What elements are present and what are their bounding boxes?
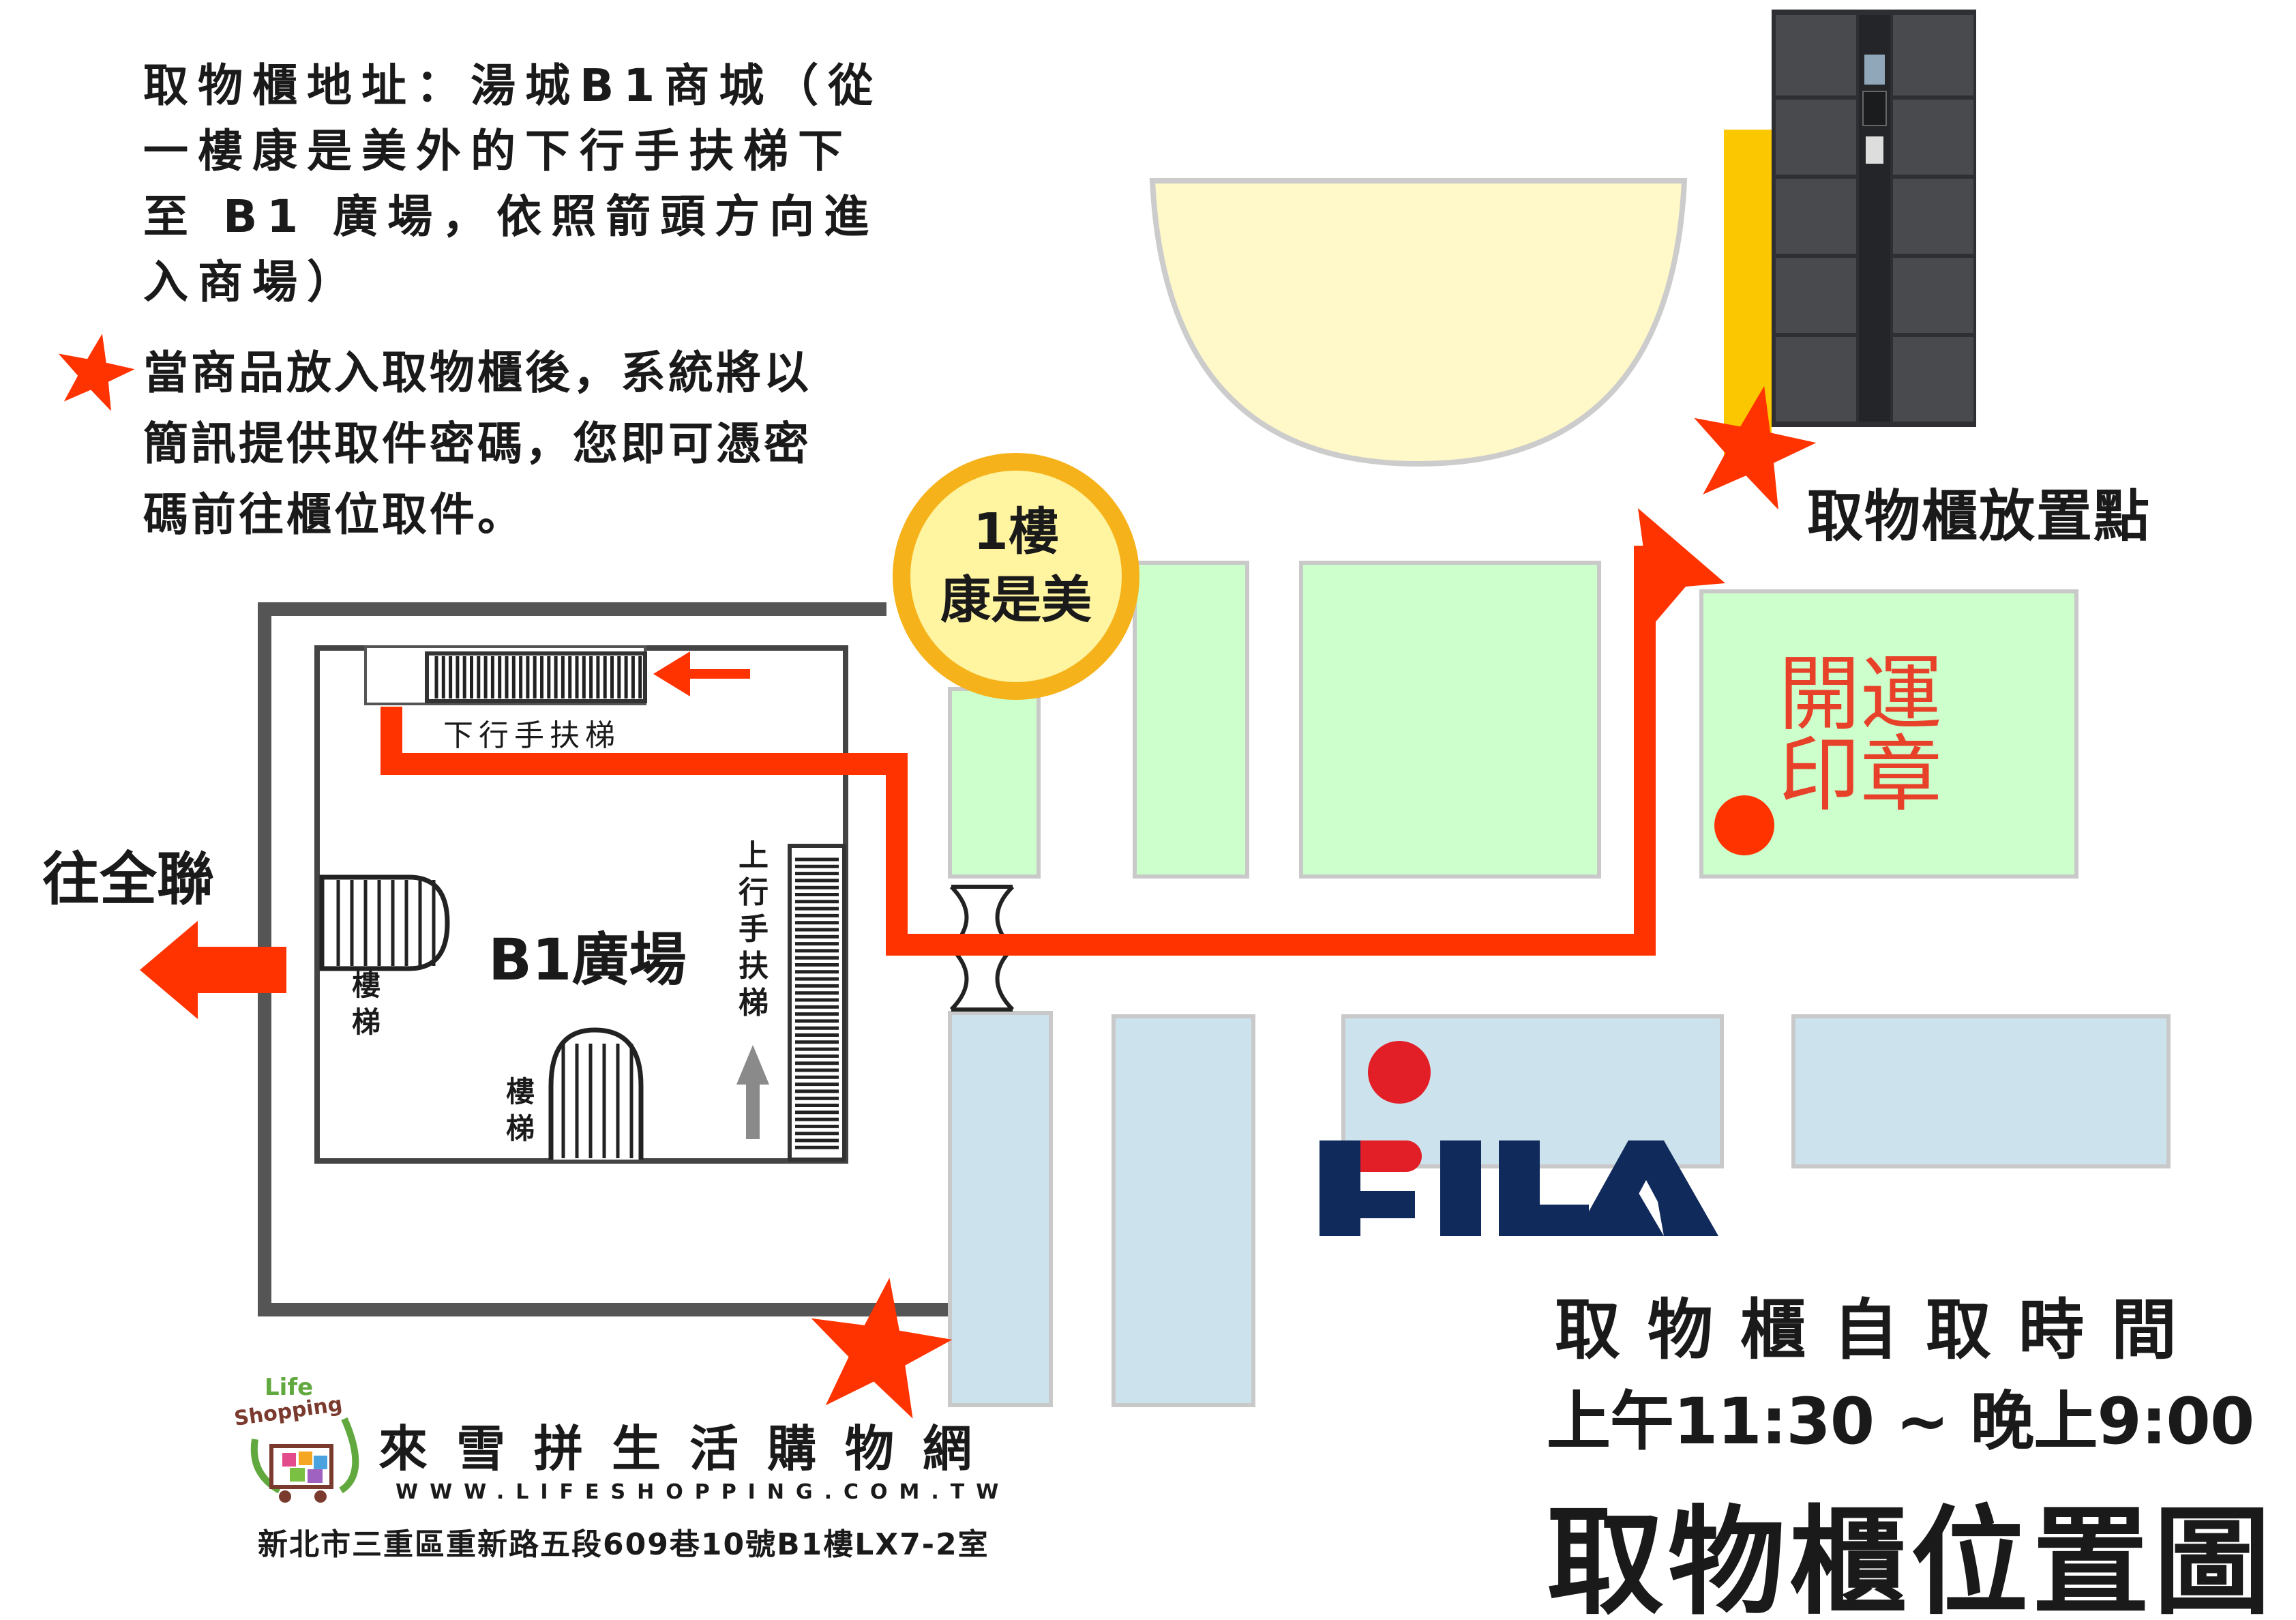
pickup-hours-title: 取物櫃自取時間 xyxy=(1555,1292,2204,1368)
up-direction-arrow xyxy=(736,1045,769,1139)
brand-address: 新北市三重區重新路五段609巷10號B1樓LX7-2室 xyxy=(258,1527,989,1562)
seal-shop-label: 開運 印章 xyxy=(1778,647,1956,823)
seal-shop-line: 印章 xyxy=(1778,728,1942,823)
store-blue-4 xyxy=(1791,1014,2171,1168)
left-exit-arrow xyxy=(140,921,286,1019)
atrium-shape xyxy=(1149,178,1688,467)
brand-name: 來雪拼生活購物網 xyxy=(378,1420,1001,1477)
escalator-down-label: 下行手扶梯 xyxy=(443,718,621,753)
stairs-bottom-label: 樓梯 xyxy=(505,1075,535,1145)
escalator-down-shape xyxy=(364,645,647,705)
escalator-arrow xyxy=(653,651,750,696)
pickup-hours-time: 上午11:30 ~ 晚上9:00 xyxy=(1547,1385,2254,1459)
brand-url[interactable]: WWW.LIFESHOPPING.COM.TW xyxy=(396,1480,1011,1504)
notice-line: 碼前往櫃位取件。 xyxy=(143,488,525,541)
life-shopping-logo: Life Shopping xyxy=(233,1374,359,1503)
store-green-1 xyxy=(948,687,1041,879)
entrance-star-icon xyxy=(811,1278,953,1419)
logo-text-life: Life xyxy=(265,1374,313,1401)
map-title: 取物櫃位置圖 xyxy=(1547,1494,2275,1620)
locker-cabinet-image xyxy=(1772,10,1976,427)
intro-line: 取物櫃地址：湯城B1商城（從 xyxy=(143,59,883,112)
intro-line: 入商場） xyxy=(143,256,361,308)
pickup-notice: 當商品放入取物櫃後，系統將以 簡訊提供取件密碼，您即可憑密 碼前往櫃位取件。 xyxy=(143,338,914,550)
notice-line: 簡訊提供取件密碼，您即可憑密 xyxy=(143,417,811,470)
b1-plaza-label: B1廣場 xyxy=(488,926,687,993)
notice-line: 當商品放入取物櫃後，系統將以 xyxy=(143,347,811,399)
stairs-left-shape xyxy=(319,874,450,971)
stairs-left-label: 樓梯 xyxy=(351,969,381,1039)
intro-line: 一樓康是美外的下行手扶梯下 xyxy=(143,125,852,177)
seal-shop-line: 開運 xyxy=(1778,647,1942,742)
store-green-2 xyxy=(1133,561,1249,879)
store-green-3 xyxy=(1299,561,1601,879)
address-instructions: 取物櫃地址：湯城B1商城（從 一樓康是美外的下行手扶梯下 至 B1 廣場，依照箭… xyxy=(143,53,948,315)
pickup-point-label: 取物櫃放置點 xyxy=(1807,484,2151,549)
route-path xyxy=(381,546,1656,956)
pharmacy-label: 1樓 康是美 xyxy=(880,498,1152,634)
seal-shop-dot xyxy=(1714,795,1774,855)
intro-line: 至 B1 廣場，依照箭頭方向進 xyxy=(143,190,879,243)
escalator-up-shape xyxy=(788,844,846,1162)
pharmacy-floor: 1樓 xyxy=(973,503,1059,561)
fila-logo xyxy=(1320,1041,1718,1236)
stairs-bottom-shape xyxy=(548,1027,644,1160)
store-blue-2 xyxy=(1112,1014,1255,1407)
direction-to-pxmart: 往全聯 xyxy=(42,846,215,913)
pickup-star-icon xyxy=(1694,385,1817,510)
route-arrowhead xyxy=(1638,508,1725,624)
escalator-up-label: 上行手扶梯 xyxy=(739,838,769,1020)
store-blue-1 xyxy=(948,1011,1053,1407)
pharmacy-name: 康是美 xyxy=(940,571,1092,630)
pharmacy-circle xyxy=(893,453,1139,700)
notice-star-icon xyxy=(58,334,135,411)
